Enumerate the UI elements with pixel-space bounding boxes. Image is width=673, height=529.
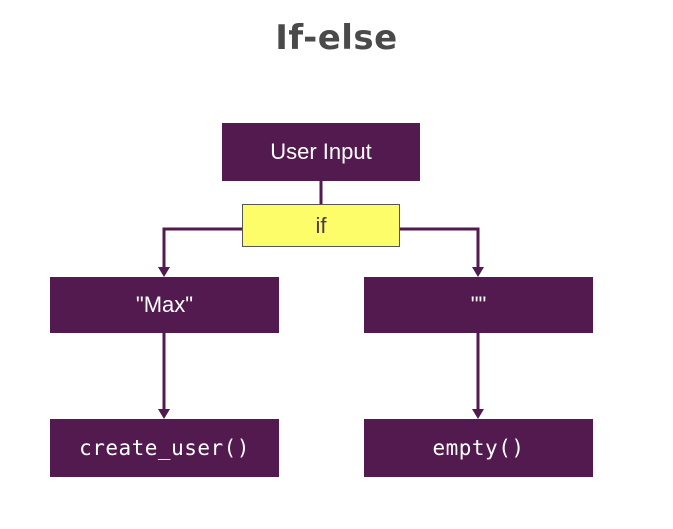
node-right-action: empty()	[364, 419, 593, 477]
arrowhead-left-branch	[158, 267, 170, 277]
node-if-decision: if	[242, 204, 400, 247]
arrowhead-right-action	[472, 409, 484, 419]
diagram-title: If-else	[275, 18, 398, 58]
node-left-value: "Max"	[50, 277, 279, 333]
arrowhead-right-branch	[472, 267, 484, 277]
node-user-input: User Input	[222, 123, 420, 181]
node-left-action: create_user()	[50, 419, 279, 477]
connector-if-to-right	[399, 227, 480, 268]
node-right-value: ""	[364, 277, 593, 333]
arrowhead-left-action	[158, 409, 170, 419]
connector-if-to-left	[162, 227, 243, 268]
